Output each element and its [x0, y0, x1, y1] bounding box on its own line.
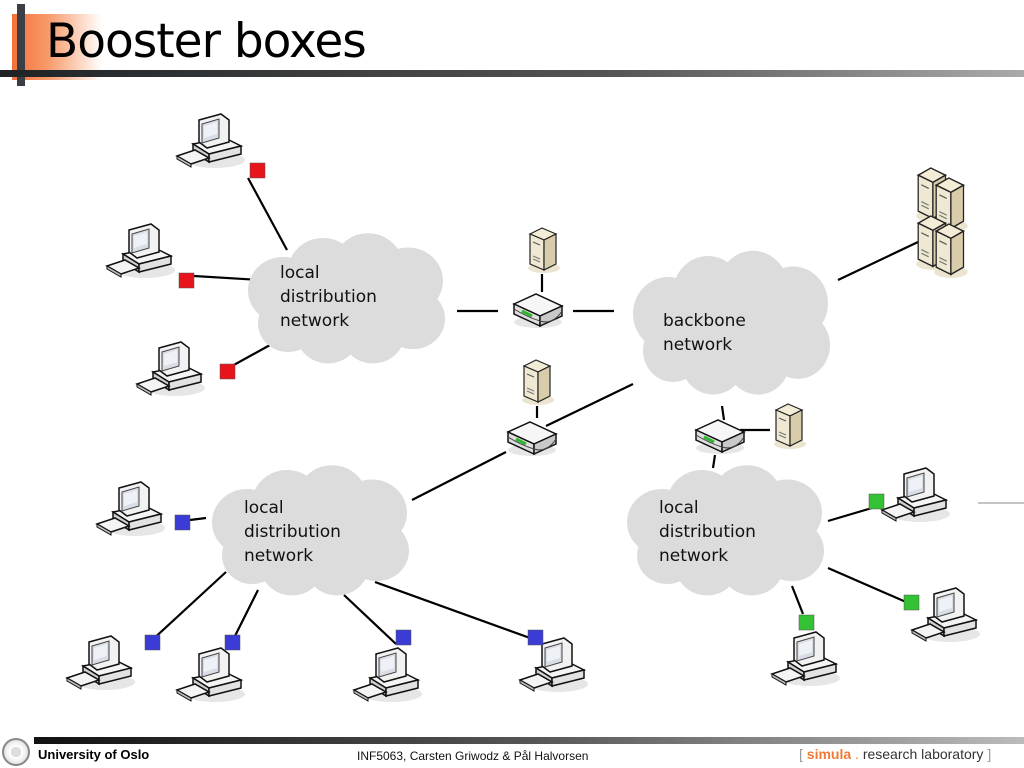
university-seal-logo [2, 738, 30, 766]
booster-box-bottom-right [903, 594, 920, 611]
simula-brand: simula [806, 746, 852, 762]
booster-server-icon [527, 227, 561, 274]
simula-dot: . [855, 746, 859, 762]
slide-title: Booster boxes [46, 14, 367, 69]
title-decoration-vertical-bar [17, 4, 25, 86]
link-router2-ldn-bl [411, 451, 507, 501]
link-pc-ldn-br-3 [790, 585, 805, 615]
cloud-label-ldn-bottom-left: local distribution network [244, 498, 341, 566]
link-pc3-ldn-top [231, 344, 271, 367]
simula-bracket-open: [ [799, 746, 803, 762]
link-pc1-ldn-top [247, 177, 288, 251]
booster-server-icon [521, 359, 555, 406]
pc-icon [66, 635, 136, 691]
booster-box-top [178, 272, 195, 289]
title-underline-bar [0, 70, 1024, 77]
cloud-label-ldn-top: local distribution network [280, 263, 377, 331]
booster-box-bottom-left [395, 629, 412, 646]
booster-box-bottom-right [798, 614, 815, 631]
link-pc2-ldn-top [193, 274, 261, 282]
footer-course-authors: INF5063, Carsten Griwodz & Pål Halvorsen [357, 749, 589, 763]
pc-icon [96, 481, 166, 537]
link-pc-ldn-br-2 [827, 566, 907, 604]
title-decoration-gradient [12, 14, 102, 80]
booster-box-bottom-left [174, 514, 191, 531]
router-icon [694, 418, 746, 456]
pc-icon [519, 637, 589, 693]
router-icon [512, 292, 564, 330]
booster-boxes [144, 162, 920, 651]
booster-box-bottom-left [144, 634, 161, 651]
cloud-label-ldn-bottom-right: local distribution network [659, 498, 756, 566]
link-backbone-router3 [720, 405, 726, 421]
pc-icon [911, 587, 981, 643]
pc-icon [176, 113, 246, 169]
pc-icon [353, 647, 423, 703]
simula-rest: research laboratory [862, 746, 984, 762]
link-pc-ldn-bl-5 [374, 580, 531, 640]
booster-box-bottom-right [868, 493, 885, 510]
booster-server-icon [773, 403, 807, 450]
cloud-label-backbone: backbone network [663, 311, 746, 355]
booster-box-bottom-left [224, 634, 241, 651]
footer-bar [34, 737, 1024, 744]
pc-icon [176, 647, 246, 703]
pc-icon [136, 341, 206, 397]
connections [149, 177, 1024, 645]
server-cluster-icon [915, 167, 969, 279]
link-pc-ldn-bl-2 [149, 571, 227, 643]
booster-box-top [249, 162, 266, 179]
pc-icon [106, 223, 176, 279]
footer-university: University of Oslo [38, 747, 150, 762]
link-backbone-server [837, 241, 919, 281]
link-pc-ldn-bl-3 [231, 589, 259, 643]
booster-box-bottom-left [527, 629, 544, 646]
pc-icon [881, 467, 951, 523]
booster-box-top [219, 363, 236, 380]
router-icon [506, 420, 558, 458]
link-pc-ldn-bl-4 [343, 594, 397, 645]
link-pc-ldn-bl-1 [189, 516, 207, 522]
pc-icon [771, 631, 841, 687]
link-pc-ldn-br-1 [827, 506, 873, 523]
simula-bracket-close: ] [987, 746, 992, 762]
simula-logo: [ simula . research laboratory ] [799, 746, 991, 762]
link-router2-backbone [545, 383, 634, 427]
link-router3-ldn-br [711, 454, 717, 469]
